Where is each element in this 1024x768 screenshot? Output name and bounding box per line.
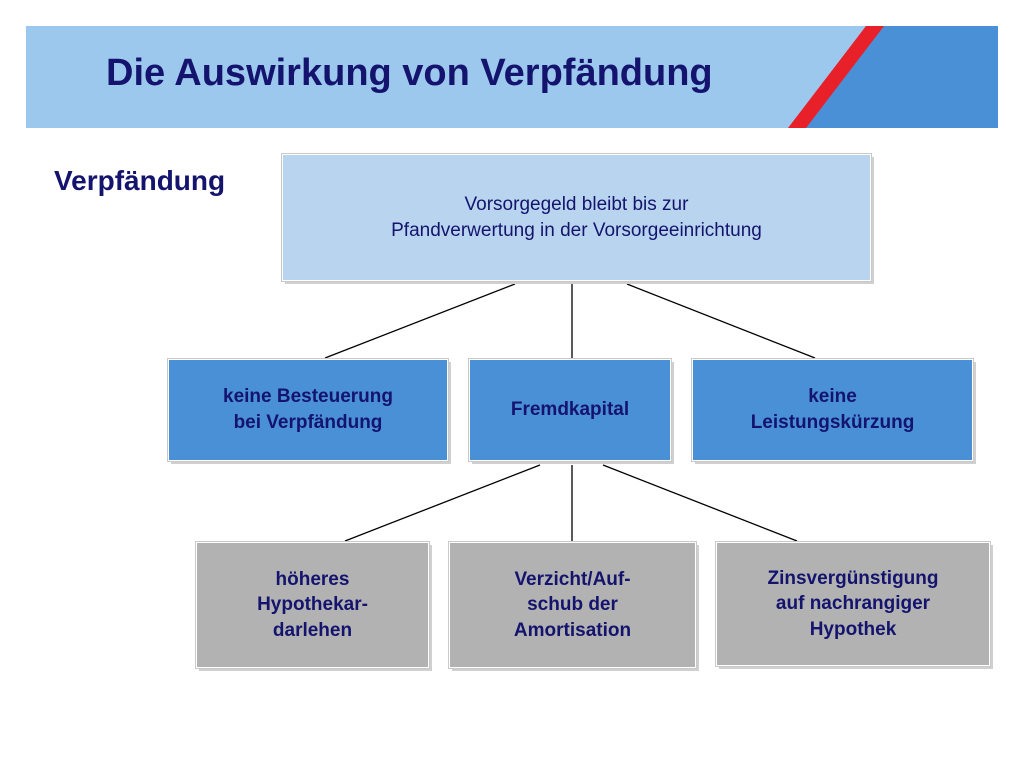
node-text: höheres Hypothekar- darlehen [257,568,368,641]
node-text: keine Besteuerung bei Verpfändung [223,386,393,433]
connector-fremdkapital-to-hypothekar [344,464,541,542]
node-text: Zinsvergünstigung auf nachrangiger Hypot… [767,567,939,640]
node-text: Verzicht/Auf- schub der Amortisation [513,568,632,641]
page-title: Die Auswirkung von Verpfändung [106,52,713,94]
node-zinsverguenstigung: Zinsvergünstigung auf nachrangiger Hypot… [715,541,991,667]
node-keine-besteuerung: keine Besteuerung bei Verpfändung [167,358,449,462]
node-hoeheres-hypothekardarlehen: höheres Hypothekar- darlehen [195,541,430,669]
node-keine-leistungskuerzung: keine Leistungskürzung [691,358,974,462]
node-text: Fremdkapital [510,399,630,421]
connector-root-to-leistung [626,283,816,359]
root-node-vorsorgegeld: Vorsorgegeld bleibt bis zur Pfandverwert… [281,153,872,282]
header-stripe-decoration [788,26,998,128]
node-fremdkapital: Fremdkapital [468,358,672,462]
connector-root-to-besteuerung [324,283,516,359]
header-banner: Die Auswirkung von Verpfändung [26,26,998,128]
node-text: keine Leistungskürzung [750,386,915,433]
node-verzicht-amortisation: Verzicht/Auf- schub der Amortisation [448,541,697,669]
connector-fremdkapital-to-zins [602,464,798,542]
root-node-text: Vorsorgegeld bleibt bis zur Pfandverwert… [391,193,762,241]
section-label: Verpfändung [54,165,226,196]
